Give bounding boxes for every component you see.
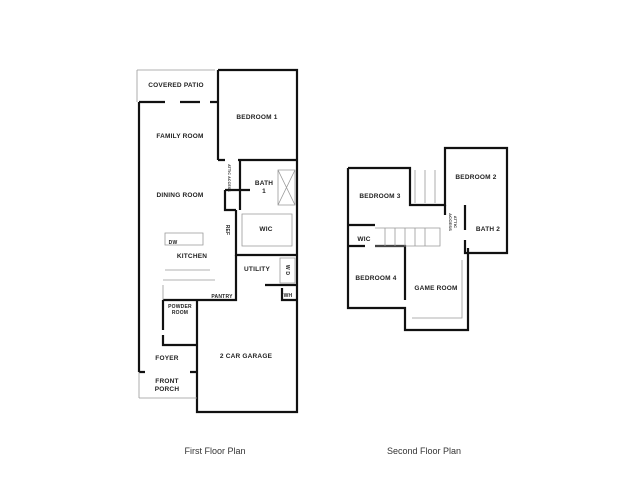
- bedroom-4-label: BEDROOM 4: [355, 275, 397, 282]
- dining-room-label: DINING ROOM: [156, 192, 204, 199]
- kitchen-label: KITCHEN: [176, 253, 208, 260]
- utility-label: UTILITY: [244, 266, 270, 273]
- first-floor-details: [136, 69, 296, 399]
- first-floor-caption: First Floor Plan: [184, 446, 246, 456]
- wic-label: WIC: [259, 226, 273, 233]
- ref-label: REF: [224, 224, 230, 236]
- second-floor-details: [375, 170, 463, 319]
- bedroom-3-label: BEDROOM 3: [359, 193, 401, 200]
- attic-access-label: ATTIC ACCESS: [227, 164, 231, 192]
- bedroom-1-label: BEDROOM 1: [236, 114, 278, 121]
- powder-room-label: POWDER ROOM: [168, 304, 192, 316]
- dw-label: DW: [168, 240, 178, 246]
- garage-label: 2 CAR GARAGE: [219, 353, 273, 360]
- game-room-label: GAME ROOM: [414, 285, 458, 292]
- water-heater-label: WH: [283, 293, 293, 299]
- bedroom-2-label: BEDROOM 2: [455, 174, 497, 181]
- bath-1-label: BATH 1: [254, 180, 274, 195]
- front-porch-label: FRONT PORCH: [154, 378, 180, 393]
- washer-dryer-label: W D: [284, 264, 290, 276]
- attic-access-label-2: ATTIC ACCESS: [448, 213, 458, 231]
- pantry-label: PANTRY: [211, 294, 233, 300]
- covered-patio-label: COVERED PATIO: [148, 82, 204, 89]
- bath-2-label: BATH 2: [475, 226, 501, 233]
- wic-label-2: WIC: [357, 236, 371, 243]
- foyer-label: FOYER: [155, 355, 179, 362]
- family-room-label: FAMILY ROOM: [156, 133, 204, 140]
- first-floor-walls: [137, 68, 299, 414]
- second-floor-caption: Second Floor Plan: [386, 446, 462, 456]
